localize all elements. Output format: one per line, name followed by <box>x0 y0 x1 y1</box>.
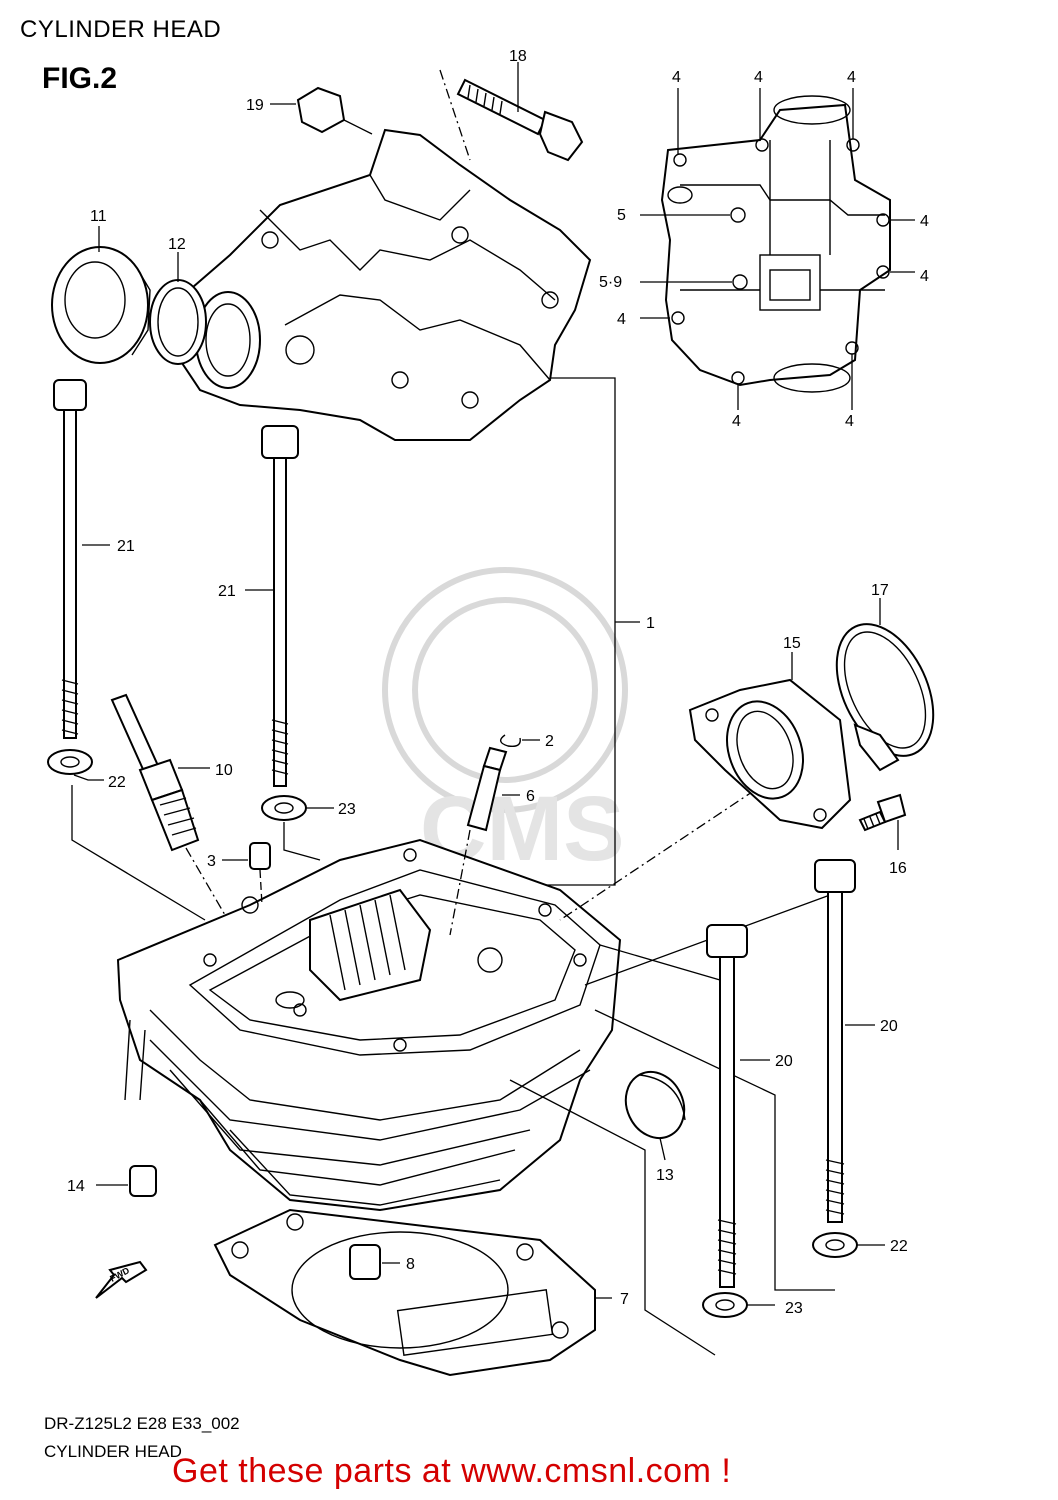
callout-15: 15 <box>783 635 801 652</box>
callout-14: 14 <box>67 1178 85 1195</box>
callout-18: 18 <box>509 48 527 65</box>
dowel-14 <box>96 1165 157 1197</box>
callout-22-left: 22 <box>108 774 126 791</box>
callout-13: 13 <box>656 1167 674 1184</box>
callout-5: 5 <box>617 207 626 224</box>
callout-3: 3 <box>207 853 216 870</box>
cap-11 <box>51 226 151 364</box>
cylinder-head-cover <box>176 128 592 441</box>
callout-22-right: 22 <box>890 1238 908 1255</box>
callout-23-left: 23 <box>338 801 356 818</box>
dowel-3 <box>222 842 271 870</box>
intake-pipe-15 <box>688 652 852 830</box>
callout-12: 12 <box>168 236 186 253</box>
plug-13 <box>624 1070 686 1161</box>
callout-17: 17 <box>871 582 889 599</box>
nut-19 <box>270 86 373 135</box>
screw-16 <box>858 793 907 850</box>
page-title: CYLINDER HEAD <box>20 16 222 43</box>
callout-8: 8 <box>406 1256 415 1273</box>
part-1-bracket <box>520 377 616 886</box>
valve-guide-6 <box>466 746 520 832</box>
watermark-logo: CMS <box>382 567 628 880</box>
valve-cover <box>660 95 891 393</box>
callout-6: 6 <box>526 788 535 805</box>
callout-4-e: 4 <box>920 268 929 285</box>
callout-4-c: 4 <box>847 69 856 86</box>
o-ring-12 <box>149 252 207 365</box>
callout-4-a: 4 <box>672 69 681 86</box>
valve-cover-leaders <box>640 88 915 410</box>
callout-4-h: 4 <box>845 413 854 430</box>
callout-20-middle: 20 <box>775 1053 793 1070</box>
clamp-17 <box>835 598 935 772</box>
cylinder-head <box>116 838 622 1212</box>
callout-labels: 18 19 11 12 21 21 1 2 6 10 22 23 3 17 15… <box>67 48 929 1317</box>
gasket-7 <box>213 1208 612 1377</box>
callout-1: 1 <box>646 615 655 632</box>
callout-16: 16 <box>889 860 907 877</box>
callout-19: 19 <box>246 97 264 114</box>
callout-4-b: 4 <box>754 69 763 86</box>
bolt-18 <box>456 62 584 162</box>
washer-22-left <box>47 749 104 781</box>
callout-4-d: 4 <box>920 213 929 230</box>
callout-20-right: 20 <box>880 1018 898 1035</box>
callout-10: 10 <box>215 762 233 779</box>
callout-4-f: 4 <box>617 311 626 328</box>
callout-7: 7 <box>620 1291 629 1308</box>
stud-21-right <box>245 425 299 787</box>
callout-11: 11 <box>90 208 107 225</box>
clip-2 <box>500 734 540 748</box>
callout-21-left: 21 <box>117 538 135 555</box>
callout-5-9: 5·9 <box>599 274 622 291</box>
dowel-8 <box>349 1244 400 1280</box>
callout-2: 2 <box>545 733 554 750</box>
assembly-leaders <box>71 785 835 1356</box>
diagram-name: CYLINDER HEAD <box>44 1442 182 1461</box>
spark-plug-10 <box>110 693 210 852</box>
washer-22-right <box>812 1232 885 1258</box>
stud-21-left <box>53 379 110 739</box>
promo-link-text[interactable]: Get these parts at www.cmsnl.com ! <box>172 1452 732 1490</box>
washer-23-left <box>261 795 334 821</box>
callout-21-right: 21 <box>218 583 236 600</box>
forward-arrow-icon: FWD <box>95 1260 148 1299</box>
bolt-20-right <box>814 859 875 1223</box>
washer-23-right <box>702 1292 775 1318</box>
callout-4-g: 4 <box>732 413 741 430</box>
callout-23-right: 23 <box>785 1300 803 1317</box>
figure-label: FIG.2 <box>42 62 118 95</box>
bolt-20-middle <box>706 924 770 1288</box>
diagram-code: DR-Z125L2 E28 E33_002 <box>44 1414 240 1433</box>
